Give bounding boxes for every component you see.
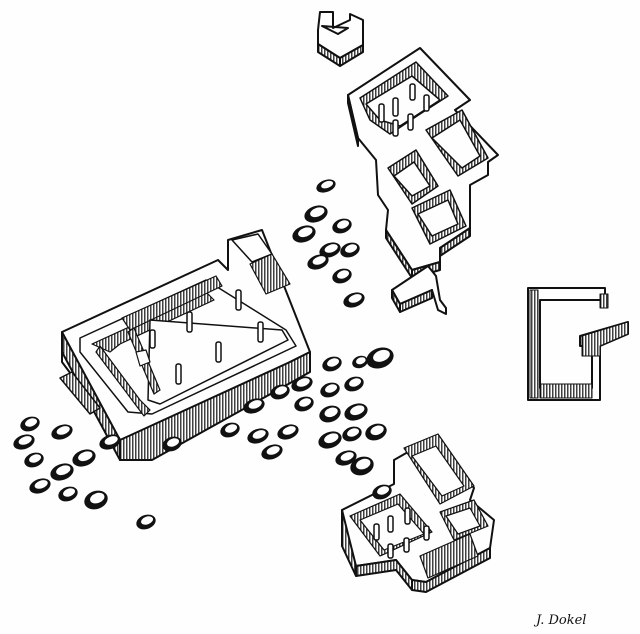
artist-signature: J. Dokel xyxy=(533,613,586,628)
structure-main-building xyxy=(59,229,311,461)
pit-13 xyxy=(291,376,313,392)
pit-11 xyxy=(352,355,368,369)
pit-15 xyxy=(344,376,364,392)
pit-20 xyxy=(344,403,368,421)
pit-32 xyxy=(99,434,121,450)
pit-1 xyxy=(316,179,336,193)
pit-17 xyxy=(294,396,314,412)
pit-24 xyxy=(318,431,342,449)
pit-14 xyxy=(320,382,340,398)
pit-26 xyxy=(365,423,387,441)
pit-34 xyxy=(51,424,73,440)
pit-5 xyxy=(319,242,341,258)
pit-features xyxy=(13,179,394,530)
pit-40 xyxy=(58,486,78,502)
pit-25 xyxy=(342,426,362,442)
detached-wall-fragment xyxy=(391,265,447,315)
pit-27 xyxy=(261,444,283,460)
pit-41 xyxy=(84,490,108,510)
pit-23 xyxy=(277,424,299,440)
pit-28 xyxy=(335,450,357,466)
pit-19 xyxy=(319,405,341,423)
pit-35 xyxy=(20,416,40,432)
pit-6 xyxy=(340,242,360,258)
pit-29 xyxy=(350,456,374,476)
structure-upper-right-complex xyxy=(347,47,499,279)
pit-42 xyxy=(136,514,156,530)
pit-8 xyxy=(332,268,352,284)
pit-7 xyxy=(307,254,329,270)
pit-21 xyxy=(220,422,240,438)
pit-2 xyxy=(304,205,328,223)
pit-30 xyxy=(372,484,392,500)
structure-top-small xyxy=(317,11,364,67)
signature: J. Dokel xyxy=(533,613,586,628)
pit-4 xyxy=(292,225,316,243)
pit-33 xyxy=(72,449,96,467)
pit-10 xyxy=(366,347,394,369)
pit-18 xyxy=(243,398,265,414)
pit-37 xyxy=(24,452,44,468)
pit-12 xyxy=(322,356,342,372)
structure-far-right xyxy=(527,287,629,401)
pit-22 xyxy=(247,428,269,444)
pit-36 xyxy=(13,434,35,450)
pit-16 xyxy=(270,384,290,400)
structure-lower-right xyxy=(341,433,495,593)
pit-9 xyxy=(343,292,365,308)
pit-31 xyxy=(162,436,182,452)
pit-3 xyxy=(332,218,352,234)
pit-38 xyxy=(50,463,74,481)
pit-39 xyxy=(29,478,51,494)
